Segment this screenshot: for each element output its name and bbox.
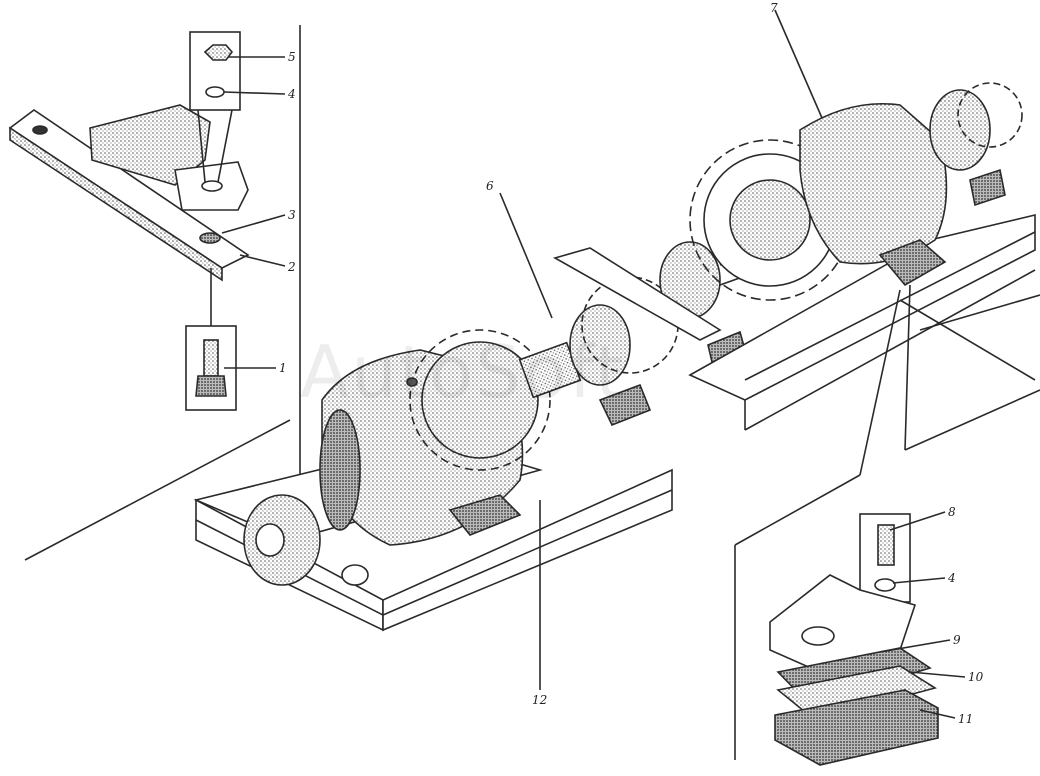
callout-box-upper xyxy=(189,31,241,111)
callout-1: 1 xyxy=(279,361,287,375)
callout-5: 5 xyxy=(288,50,296,64)
callout-2: 2 xyxy=(288,260,296,274)
upper-frame xyxy=(552,213,1040,431)
watermark: AutoSoft xyxy=(300,330,626,414)
nut xyxy=(203,44,234,61)
callout-11: 11 xyxy=(958,712,974,726)
bolt xyxy=(203,339,219,377)
callout-8: 8 xyxy=(948,505,956,519)
callout-4-lower: 4 xyxy=(948,571,956,585)
left-drive-unit xyxy=(243,329,551,586)
callout-12: 12 xyxy=(532,693,548,707)
middle-shaft xyxy=(518,239,791,427)
callout-9: 9 xyxy=(953,633,961,647)
callout-4-upper: 4 xyxy=(288,87,296,101)
callout-3: 3 xyxy=(288,208,296,222)
mounting-bracket xyxy=(8,104,250,282)
base-pad-detail xyxy=(769,513,939,766)
callout-10: 10 xyxy=(968,670,984,684)
callout-6: 6 xyxy=(486,179,494,193)
washer xyxy=(205,86,225,98)
callout-7: 7 xyxy=(770,1,778,15)
right-drive-unit xyxy=(689,82,1023,301)
